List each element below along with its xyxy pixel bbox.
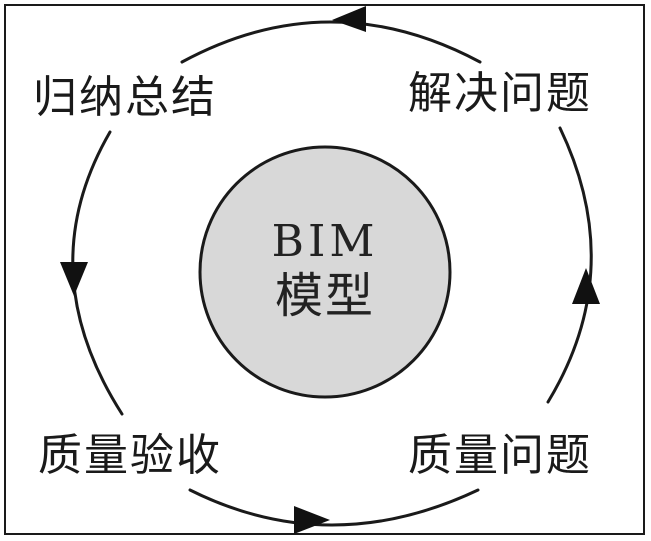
- arrow-right-up-pointing-icon: [572, 268, 600, 304]
- cycle-arc-right: [546, 126, 593, 404]
- center-label-line1: BIM: [272, 216, 379, 267]
- stage-label-top-left: 归纳总结: [33, 72, 217, 123]
- stage-label-bottom-left: 质量验收: [38, 430, 222, 481]
- cycle-arc-bottom: [188, 488, 480, 527]
- arrow-bottom-right-pointing-icon: [294, 506, 330, 534]
- bim-model-circle: [198, 145, 452, 399]
- stage-label-top-right: 解决问题: [408, 68, 592, 119]
- arrow-left-down-pointing-icon: [60, 262, 88, 296]
- center-label-line2: 模型: [275, 268, 375, 324]
- cycle-arc-top: [180, 20, 482, 64]
- arrow-top-left-pointing-icon: [332, 6, 366, 32]
- stage-label-bottom-right: 质量问题: [408, 430, 592, 481]
